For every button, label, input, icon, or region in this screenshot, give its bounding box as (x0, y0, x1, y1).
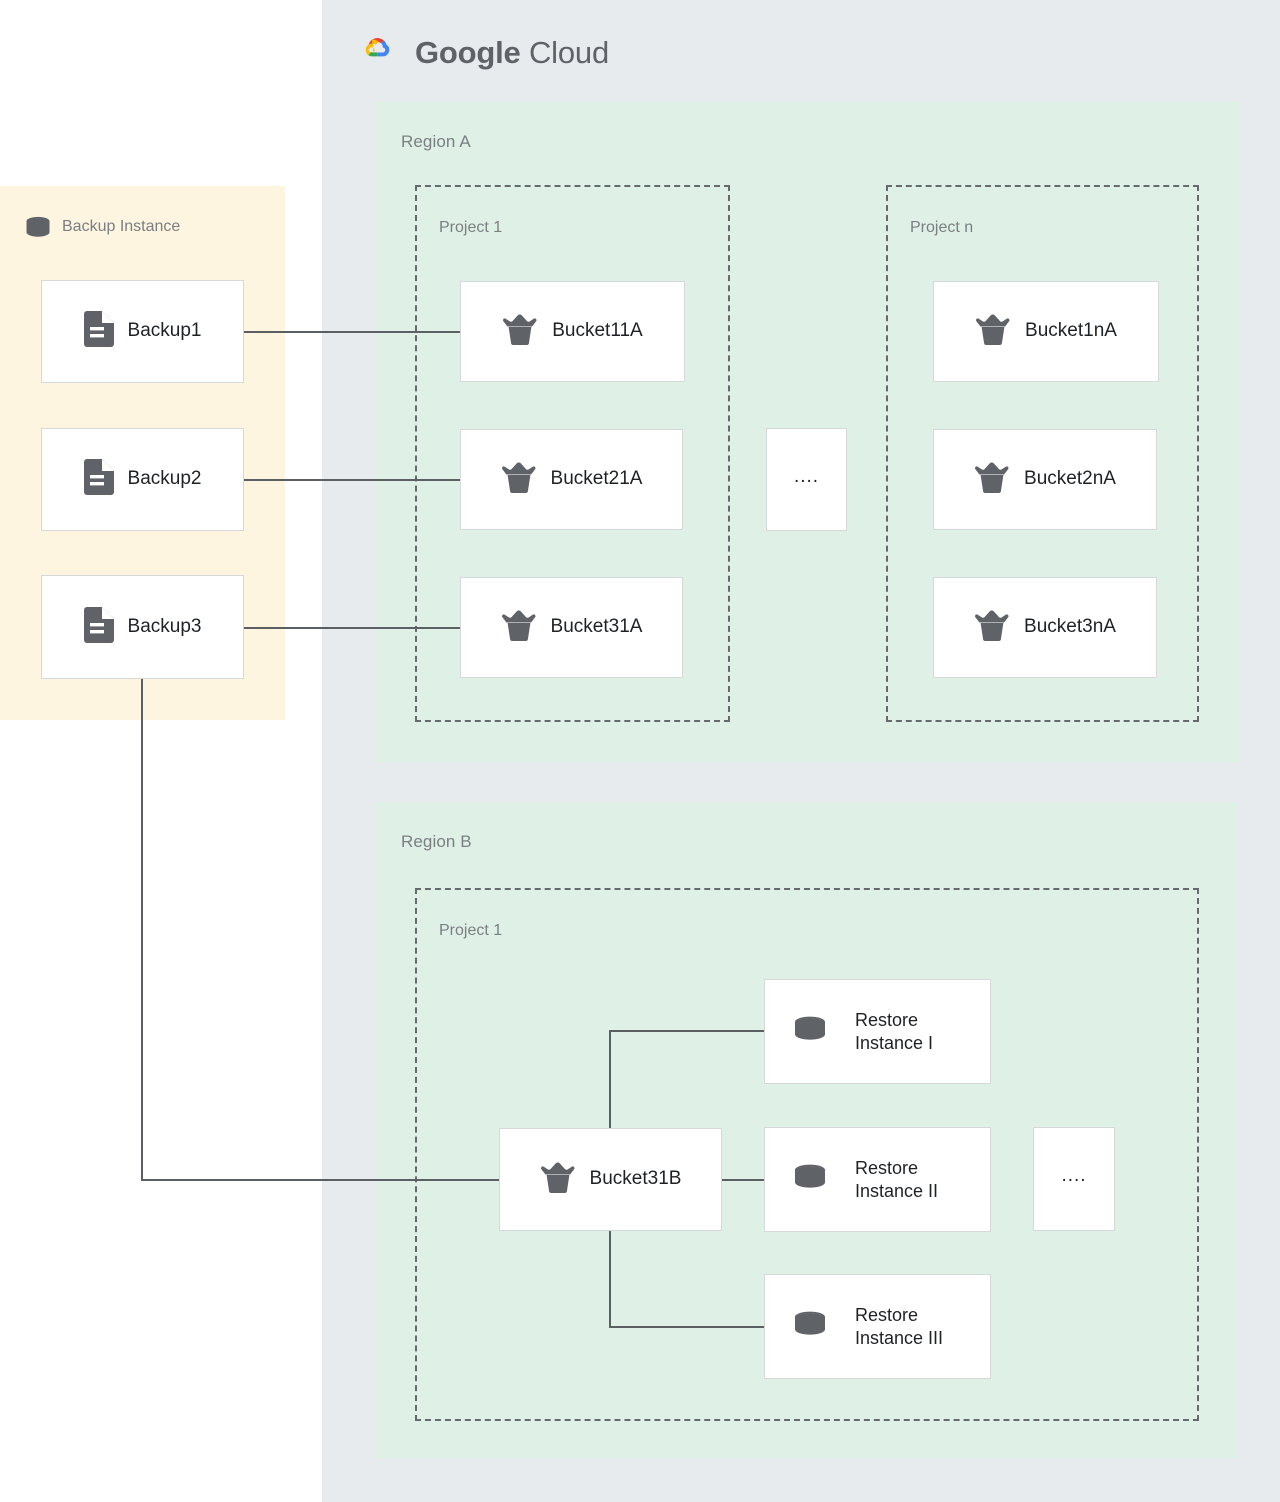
connector-backup3-bucket31b-horizontal (141, 1179, 500, 1181)
database-cylinder-icon (793, 1015, 841, 1048)
node-label: Restore Instance III (855, 1304, 944, 1348)
database-cylinder-icon (25, 216, 51, 243)
node-backup1[interactable]: Backup1 (41, 280, 244, 383)
google-cloud-brand: Google Cloud (355, 30, 609, 75)
google-cloud-logo-icon (355, 30, 401, 75)
document-icon (83, 459, 114, 500)
connector-bucket31b-restore1-horizontal (609, 1030, 765, 1032)
node-label: Restore Instance I (855, 1009, 934, 1053)
ellipsis-box-region-a: .... (766, 428, 847, 531)
connector-backup2-bucket21a (244, 479, 461, 481)
node-bucket21a[interactable]: Bucket21A (460, 429, 683, 530)
node-bucket2na[interactable]: Bucket2nA (933, 429, 1157, 530)
ellipsis-label: .... (1061, 1165, 1087, 1186)
connector-backup3-bucket31a (244, 627, 461, 629)
node-restore-instance-2[interactable]: Restore Instance II (764, 1127, 991, 1232)
node-backup2[interactable]: Backup2 (41, 428, 244, 531)
node-bucket31a[interactable]: Bucket31A (460, 577, 683, 678)
node-label: Backup2 (127, 468, 202, 490)
project-n-region-a-box: Project n (886, 185, 1199, 722)
region-b-label: Region B (401, 832, 472, 851)
document-icon (83, 311, 114, 352)
project-1-region-a-label: Project 1 (439, 219, 503, 236)
backup-instance-label: Backup Instance (62, 218, 181, 235)
project-1-region-a-box: Project 1 (415, 185, 730, 722)
node-bucket31b[interactable]: Bucket31B (499, 1128, 722, 1231)
connector-bucket31b-restore3-horizontal (609, 1326, 765, 1328)
node-label: Backup1 (127, 320, 202, 342)
document-icon (83, 606, 114, 648)
node-label: Backup3 (127, 615, 202, 637)
node-label: Bucket31B (589, 1168, 682, 1190)
node-label: Restore Instance II (855, 1157, 939, 1201)
node-label: Bucket2nA (1024, 468, 1116, 490)
connector-bucket31b-restore3-vertical (609, 1230, 611, 1328)
database-cylinder-icon (793, 1163, 841, 1196)
node-backup3[interactable]: Backup3 (41, 575, 244, 679)
brand-wordmark: Google Cloud (415, 35, 609, 71)
region-a-label: Region A (401, 132, 471, 151)
database-cylinder-icon (793, 1310, 841, 1343)
project-n-region-a-label: Project n (910, 219, 974, 236)
node-bucket1na[interactable]: Bucket1nA (933, 281, 1159, 382)
node-label: Bucket31A (550, 616, 643, 638)
node-bucket3na[interactable]: Bucket3nA (933, 577, 1157, 678)
connector-bucket31b-restore2 (721, 1179, 765, 1181)
bucket-icon (501, 461, 537, 498)
brand-name-light: Cloud (529, 34, 609, 70)
ellipsis-label: .... (793, 465, 820, 487)
node-restore-instance-1[interactable]: Restore Instance I (764, 979, 991, 1084)
connector-backup1-bucket11a (244, 331, 461, 333)
bucket-icon (540, 1161, 576, 1198)
project-1-region-b-label: Project 1 (439, 922, 503, 939)
node-label: Bucket3nA (1024, 616, 1116, 638)
node-label: Bucket21A (550, 468, 643, 490)
node-bucket11a[interactable]: Bucket11A (460, 281, 685, 382)
bucket-icon (974, 609, 1010, 646)
node-restore-instance-3[interactable]: Restore Instance III (764, 1274, 991, 1379)
bucket-icon (974, 461, 1010, 498)
bucket-icon (501, 609, 537, 646)
node-label: Bucket1nA (1025, 320, 1117, 342)
brand-name-bold: Google (415, 34, 521, 70)
bucket-icon (502, 313, 538, 350)
connector-bucket31b-restore1-vertical (609, 1030, 611, 1129)
project-1-region-b-box: Project 1 (415, 888, 1199, 1421)
connector-backup3-bucket31b-vertical (141, 679, 143, 1181)
node-label: Bucket11A (552, 320, 643, 342)
ellipsis-box-region-b: .... (1033, 1127, 1115, 1231)
bucket-icon (975, 313, 1011, 350)
